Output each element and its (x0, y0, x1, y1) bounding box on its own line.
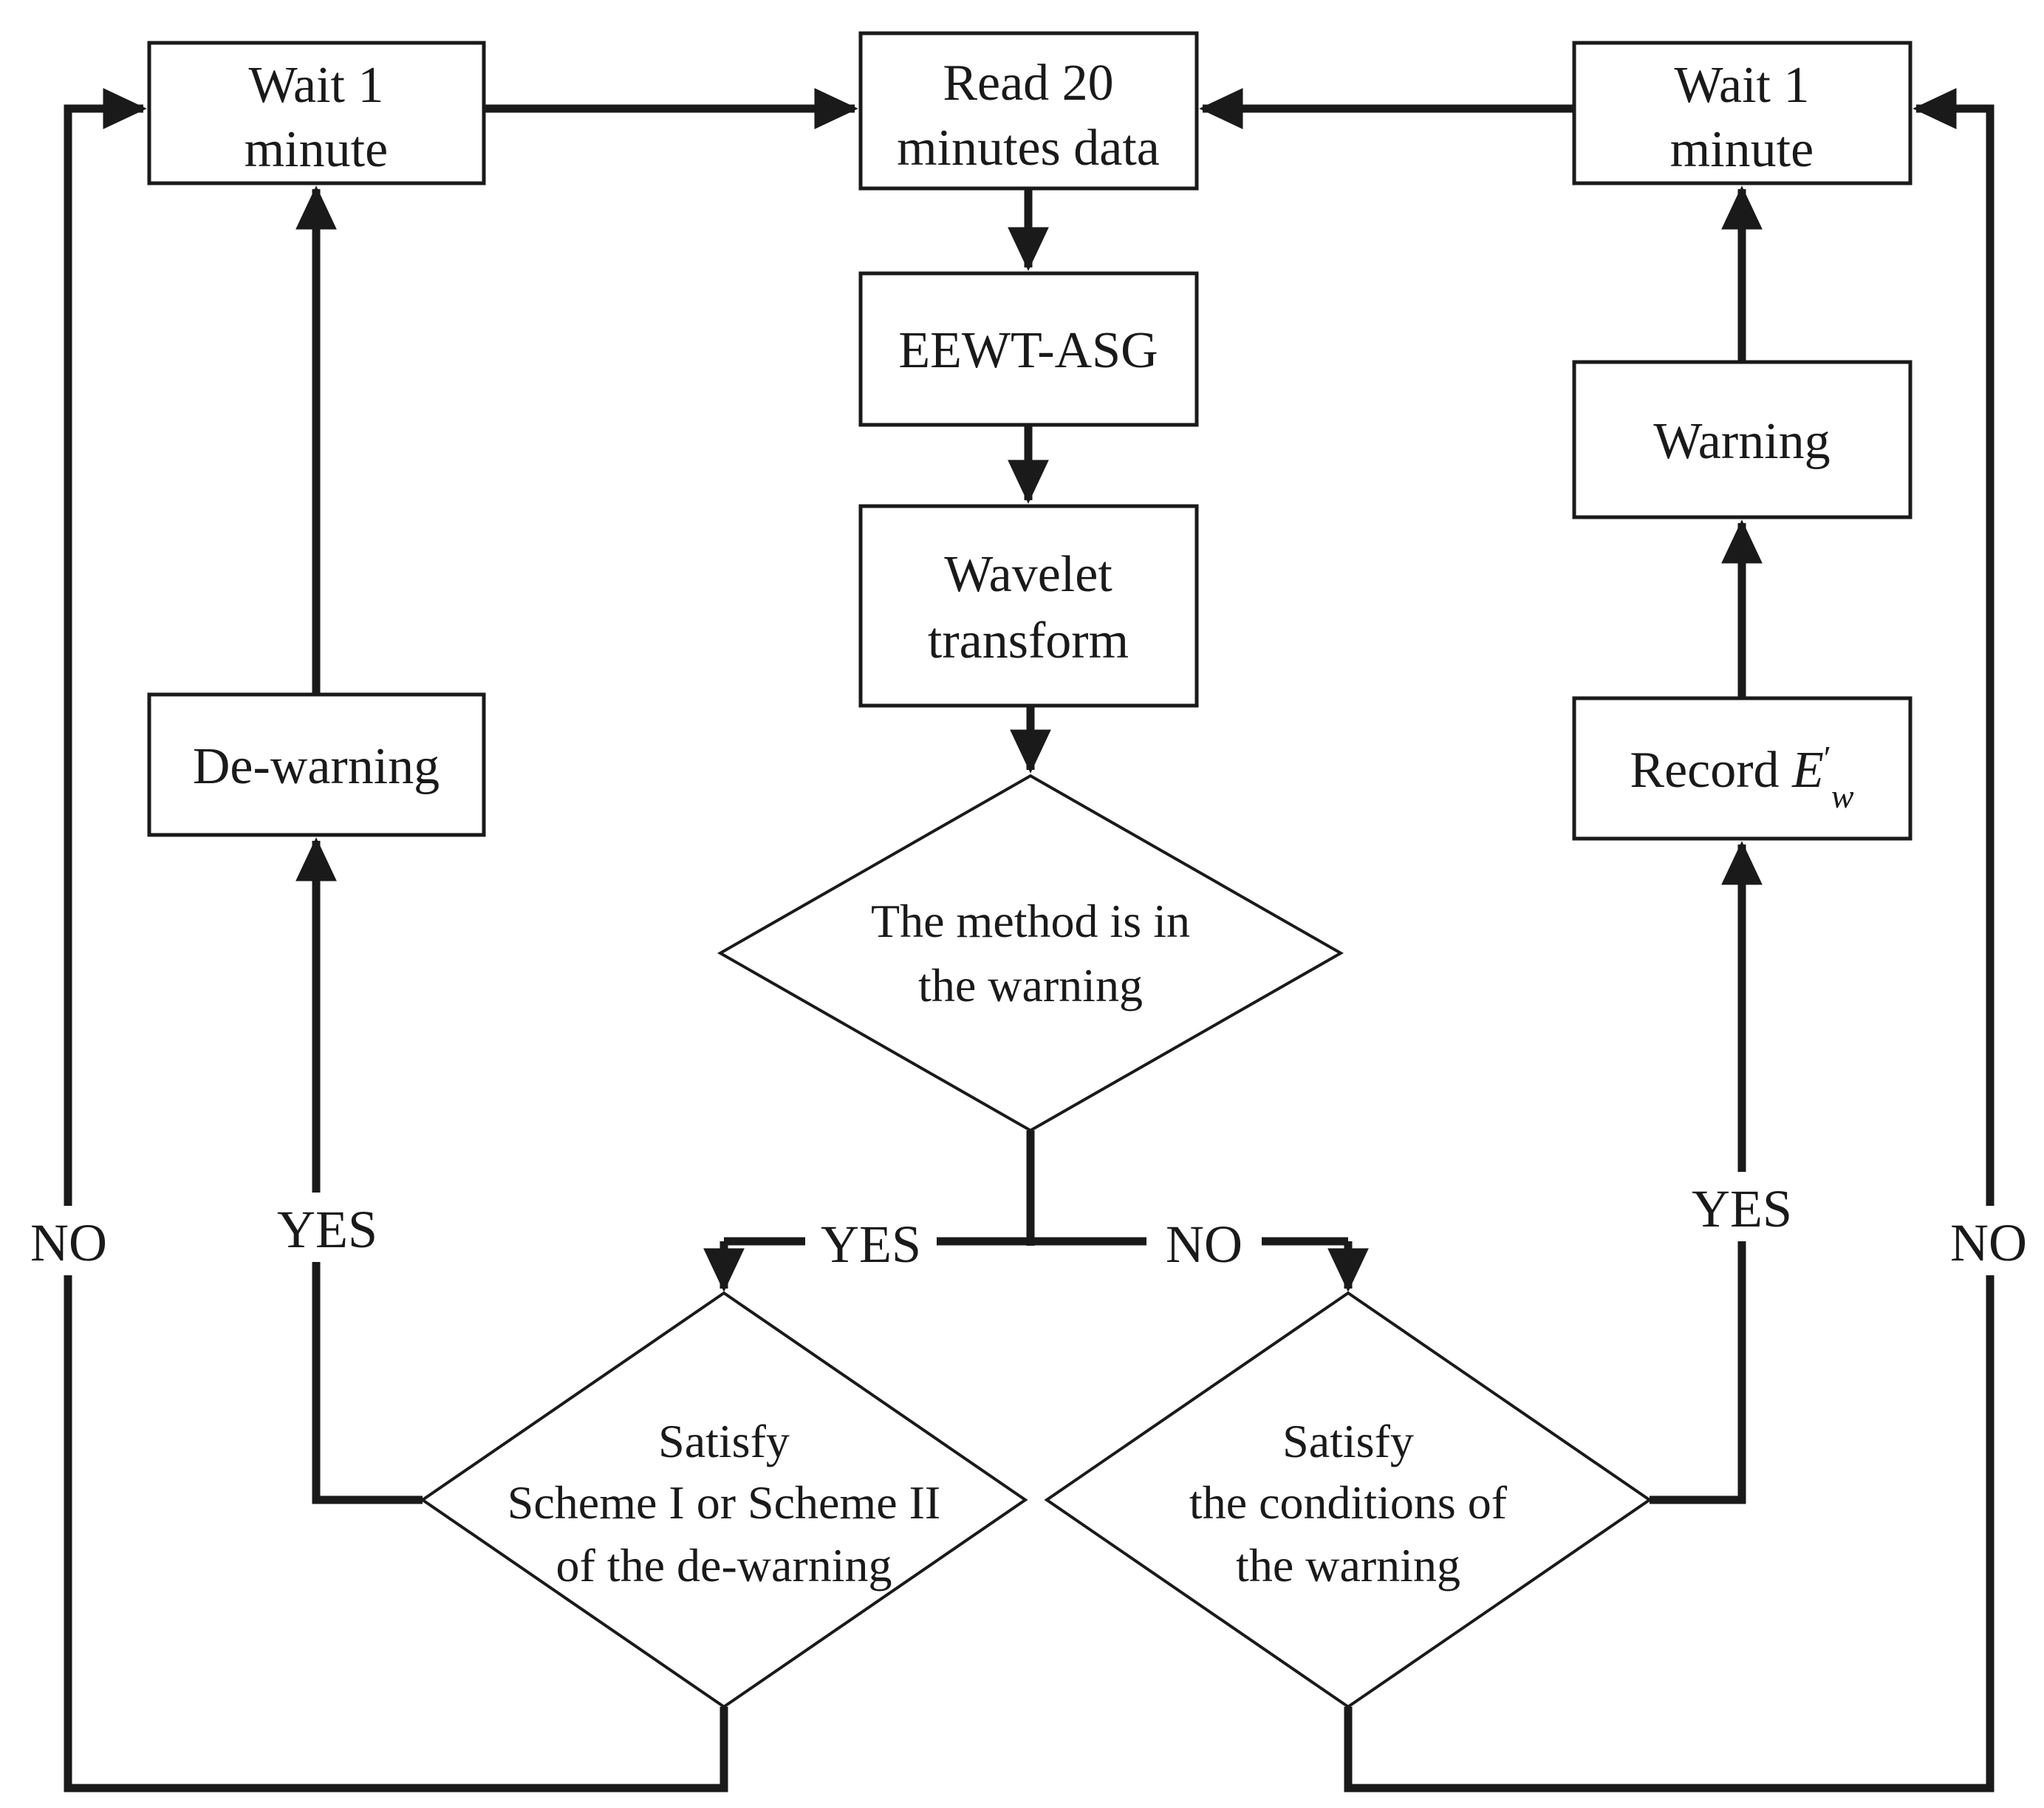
edge-label-yes-right-bg (1676, 1172, 1808, 1241)
connector-yes-left (295, 837, 423, 1504)
read20-label-line1: Read 20 (943, 55, 1113, 112)
edge-label-no-left: NO (10, 1206, 129, 1275)
read20-label-line2: minutes data (897, 120, 1160, 177)
warning-label: Warning (1653, 413, 1830, 470)
decision-center-shape (717, 774, 1344, 1133)
wait-left-label-line2: minute (245, 121, 388, 178)
edge-label-yes-split: YES (805, 1207, 937, 1275)
edge-label-no-split-text: NO (1166, 1215, 1243, 1274)
decision-right: Satisfy the conditions of the warning (1044, 1291, 1652, 1709)
dewarning-box (147, 692, 486, 837)
edge-label-no-right-text: NO (1950, 1213, 2027, 1272)
decision-right-shape (1044, 1291, 1652, 1709)
edge-label-no-split-bg (1146, 1207, 1262, 1275)
node-dewarning: De-warning (147, 692, 486, 837)
decision-right-line3: the warning (1236, 1539, 1460, 1592)
node-record: Record E′w (1572, 696, 1913, 841)
eewt-box (858, 271, 1199, 427)
read20-box (858, 31, 1199, 191)
decision-left: Satisfy Scheme I or Scheme II of the de-… (420, 1291, 1028, 1709)
record-var-base: E (1791, 742, 1824, 799)
wait-right-box (1572, 41, 1913, 185)
wait-right-label-line1: Wait 1 (1675, 57, 1810, 114)
dewarning-label: De-warning (193, 738, 440, 795)
edge-label-yes-left-bg (260, 1193, 392, 1262)
edge-label-yes-right-text: YES (1692, 1179, 1792, 1238)
wavelet-label-line2: transform (928, 613, 1129, 669)
edge-label-yes-split-text: YES (821, 1215, 921, 1274)
wait-left-label-line1: Wait 1 (249, 57, 384, 114)
decision-left-line2: Scheme I or Scheme II (507, 1476, 940, 1529)
node-wait-left: Wait 1 minute (147, 41, 486, 185)
decision-right-line1: Satisfy (1282, 1415, 1414, 1467)
node-wavelet: Wavelet transform (858, 504, 1199, 708)
connector-no-left-loop (64, 88, 728, 1792)
wait-left-box (147, 41, 486, 185)
wavelet-box (858, 504, 1199, 708)
edge-label-yes-right: YES (1676, 1172, 1808, 1241)
edge-label-no-left-text: NO (30, 1213, 107, 1272)
decision-right-line2: the conditions of (1189, 1476, 1508, 1529)
edge-label-no-right: NO (1931, 1206, 2044, 1275)
node-wait-right: Wait 1 minute (1572, 41, 1913, 185)
record-box (1572, 696, 1913, 841)
node-read20: Read 20 minutes data (858, 31, 1199, 191)
edge-label-yes-left: YES (260, 1193, 392, 1262)
node-eewt: EEWT-ASG (858, 271, 1199, 427)
decision-left-shape (420, 1291, 1028, 1709)
record-label: Record E′w (1630, 739, 1853, 815)
decision-center-line1: The method is in (871, 895, 1190, 947)
wait-right-label-line2: minute (1670, 121, 1814, 178)
edge-label-no-left-bg (10, 1206, 129, 1275)
connector-yes-right (1650, 841, 1763, 1504)
decision-left-line3: of the de-warning (556, 1539, 892, 1592)
node-warning: Warning (1572, 360, 1913, 519)
wavelet-label-line1: Wavelet (944, 546, 1112, 603)
eewt-label: EEWT-ASG (898, 322, 1158, 379)
edge-label-yes-split-bg (805, 1207, 937, 1275)
record-var-sub: w (1831, 777, 1854, 815)
record-var-prime: ′ (1824, 739, 1831, 777)
edge-label-no-right-bg (1931, 1206, 2044, 1275)
edge-label-no-split: NO (1146, 1207, 1262, 1275)
decision-center-line2: the warning (918, 959, 1143, 1012)
decision-center: The method is in the warning (717, 774, 1344, 1133)
warning-box (1572, 360, 1913, 519)
connector-no-right-loop (1344, 88, 1995, 1792)
edge-label-yes-left-text: YES (277, 1200, 377, 1259)
decision-left-line1: Satisfy (658, 1415, 790, 1467)
record-label-prefix: Record (1630, 742, 1792, 799)
